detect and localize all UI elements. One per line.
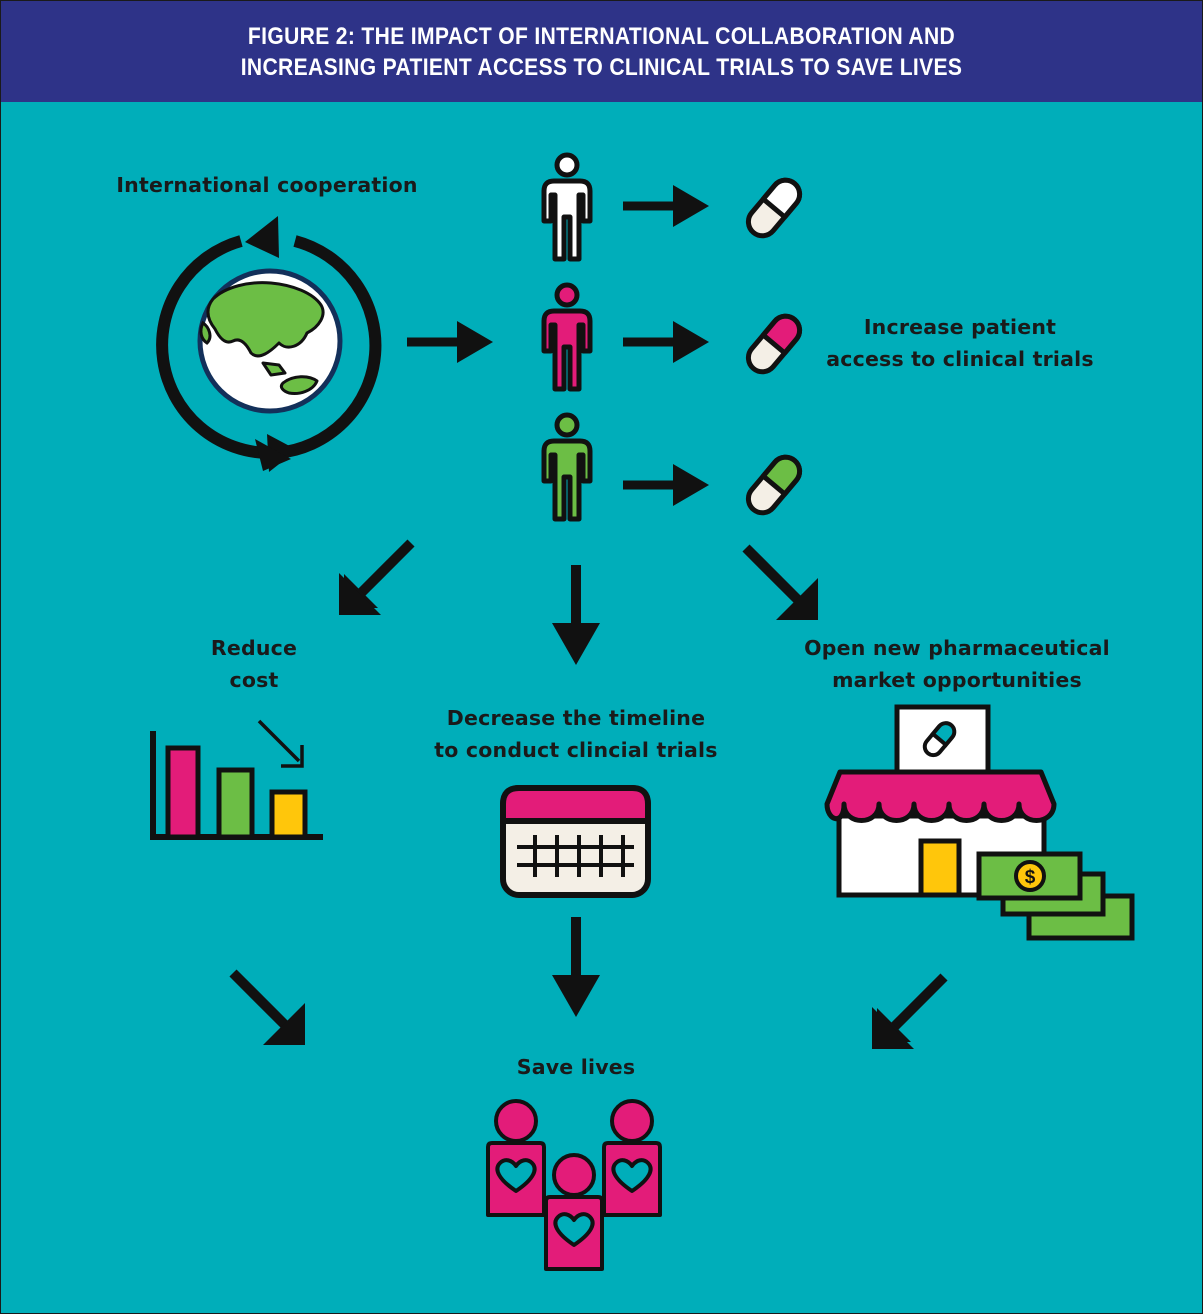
- figure-title-line-2: INCREASING PATIENT ACCESS TO CLINICAL TR…: [240, 53, 963, 81]
- cash-stack-icon: $: [976, 851, 1135, 941]
- person-icon-green: [544, 415, 590, 519]
- figure-header: FIGURE 2: THE IMPACT OF INTERNATIONAL CO…: [1, 1, 1202, 102]
- arrow-to-reduce-cost: [339, 543, 411, 615]
- arrow-to-pill-1: [623, 185, 709, 227]
- people-heart-icon: [486, 1099, 662, 1271]
- label-decrease-timeline: Decrease the timeline to conduct clincia…: [434, 706, 718, 762]
- arrow-to-decrease-timeline: [552, 565, 600, 665]
- arrow-timeline-to-save-lives: [552, 917, 600, 1017]
- person-icon-white: [544, 155, 590, 259]
- label-increase-access: Increase patient access to clinical tria…: [826, 315, 1094, 371]
- cycle-arrows-icon: [156, 216, 382, 472]
- figure-title-line-1: FIGURE 2: THE IMPACT OF INTERNATIONAL CO…: [247, 22, 956, 50]
- pill-capsule-icon-green: [743, 451, 806, 518]
- arrow-market-to-save-lives: [872, 977, 944, 1049]
- arrow-to-pill-3: [623, 464, 709, 506]
- calendar-icon: [500, 785, 651, 898]
- arrow-to-pill-2: [623, 321, 709, 363]
- pill-capsule-icon-white: [743, 174, 806, 241]
- arrow-cost-to-save-lives: [233, 973, 305, 1045]
- label-international-cooperation: International cooperation: [116, 173, 418, 197]
- arrow-to-market: [746, 548, 818, 620]
- bar-chart-decrease-icon: [150, 719, 323, 840]
- pill-capsule-icon-pink: [743, 310, 806, 377]
- arrow-to-patients: [407, 321, 493, 363]
- label-save-lives: Save lives: [516, 1055, 636, 1079]
- label-reduce-cost: Reduce cost: [210, 636, 298, 692]
- svg-text:$: $: [1025, 867, 1036, 888]
- globe-icon: [197, 268, 343, 414]
- person-icon-pink: [544, 285, 590, 389]
- figure-title: FIGURE 2: THE IMPACT OF INTERNATIONAL CO…: [241, 21, 963, 83]
- label-open-market: Open new pharmaceutical market opportuni…: [804, 636, 1110, 692]
